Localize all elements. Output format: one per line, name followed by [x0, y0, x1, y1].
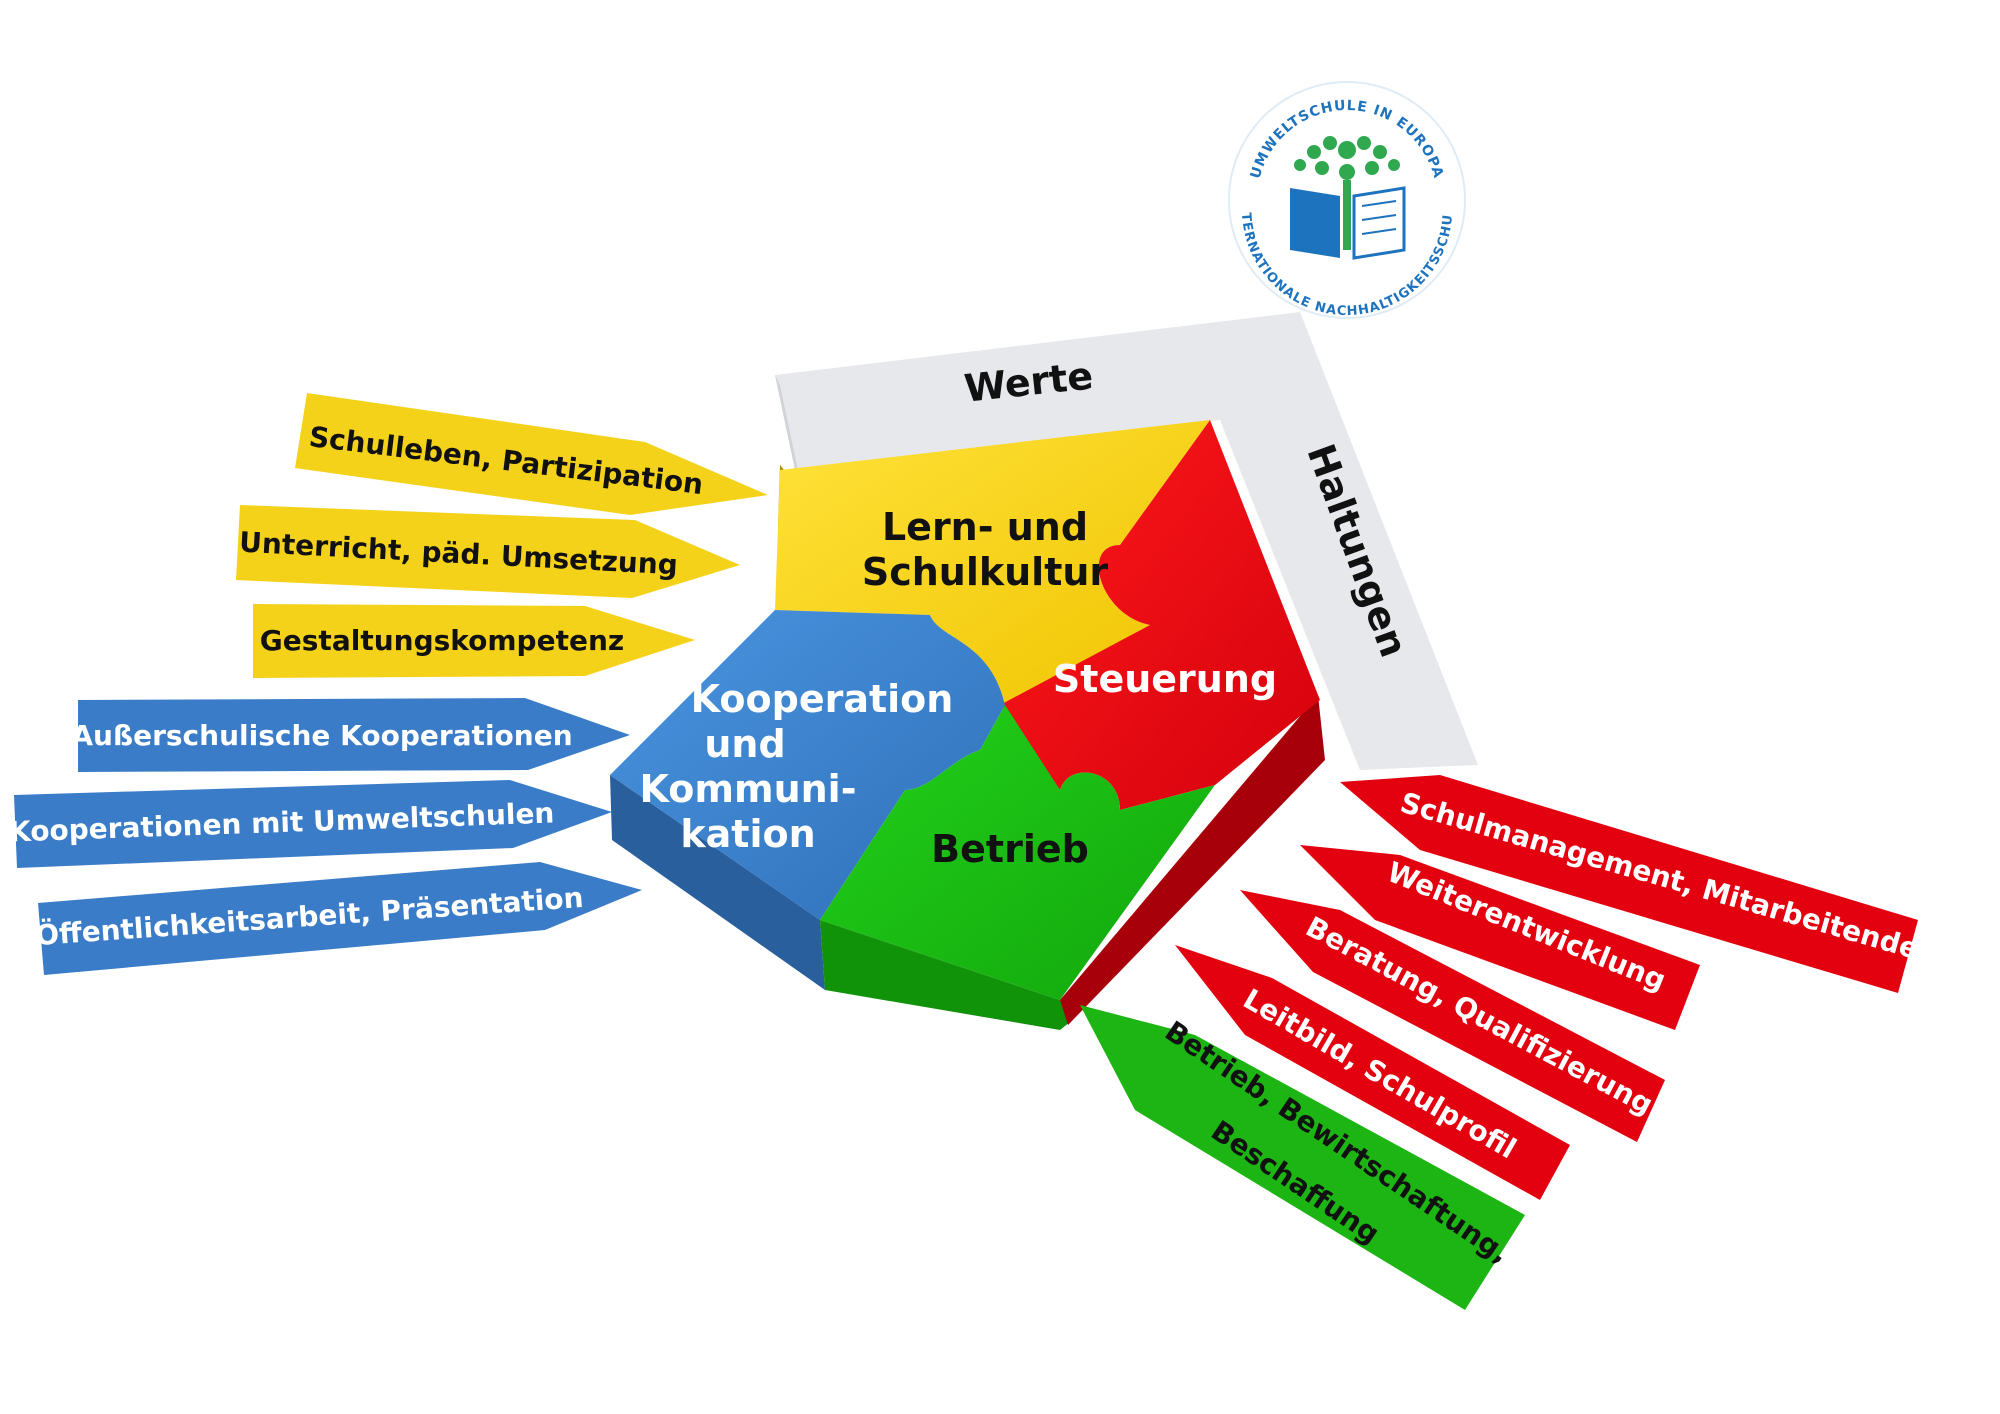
- green-piece-side: [820, 920, 1070, 1030]
- blue-arrow-1-label: Außerschulische Kooperationen: [71, 719, 572, 752]
- koop-label-line1: Kooperation: [691, 677, 954, 721]
- blue-piece: [610, 610, 1005, 920]
- blue-piece-side: [610, 775, 825, 990]
- tree-icon: [1294, 136, 1400, 250]
- lern-label-line2: Schulkultur: [862, 550, 1109, 594]
- lern-label-line1: Lern- und: [882, 505, 1088, 549]
- green-piece: [820, 705, 1215, 1000]
- red-piece-side: [1060, 695, 1325, 1025]
- blue-arrow-1: Außerschulische Kooperationen: [71, 698, 630, 772]
- yellow-piece: [775, 420, 1210, 705]
- open-book-icon: [1290, 186, 1406, 260]
- eco-schools-logo: UMWELTSCHULE IN EUROPA INTERNATIONALE NA…: [0, 0, 1466, 319]
- blue-arrow-2: Kooperationen mit Umweltschulen: [8, 780, 612, 868]
- betrieb-label: Betrieb: [931, 827, 1089, 871]
- puzzle-arrow: Lern- und Schulkultur Steuerung Kooperat…: [610, 420, 1325, 1030]
- koop-label-line2: und: [704, 722, 785, 766]
- yellow-arrow-2: Unterricht, päd. Umsetzung: [236, 505, 740, 598]
- koop-label-line4: kation: [680, 812, 815, 856]
- yellow-arrow-3: Gestaltungskompetenz: [253, 604, 695, 678]
- steuerung-label: Steuerung: [1053, 657, 1277, 701]
- blue-arrow-3: Öffentlichkeitsarbeit, Präsentation: [34, 862, 642, 975]
- red-piece: [1000, 420, 1320, 810]
- yellow-arrow-3-label: Gestaltungskompetenz: [260, 624, 624, 657]
- koop-label-line3: Kommuni-: [640, 767, 857, 811]
- yellow-arrow-1: Schulleben, Partizipation: [295, 393, 768, 515]
